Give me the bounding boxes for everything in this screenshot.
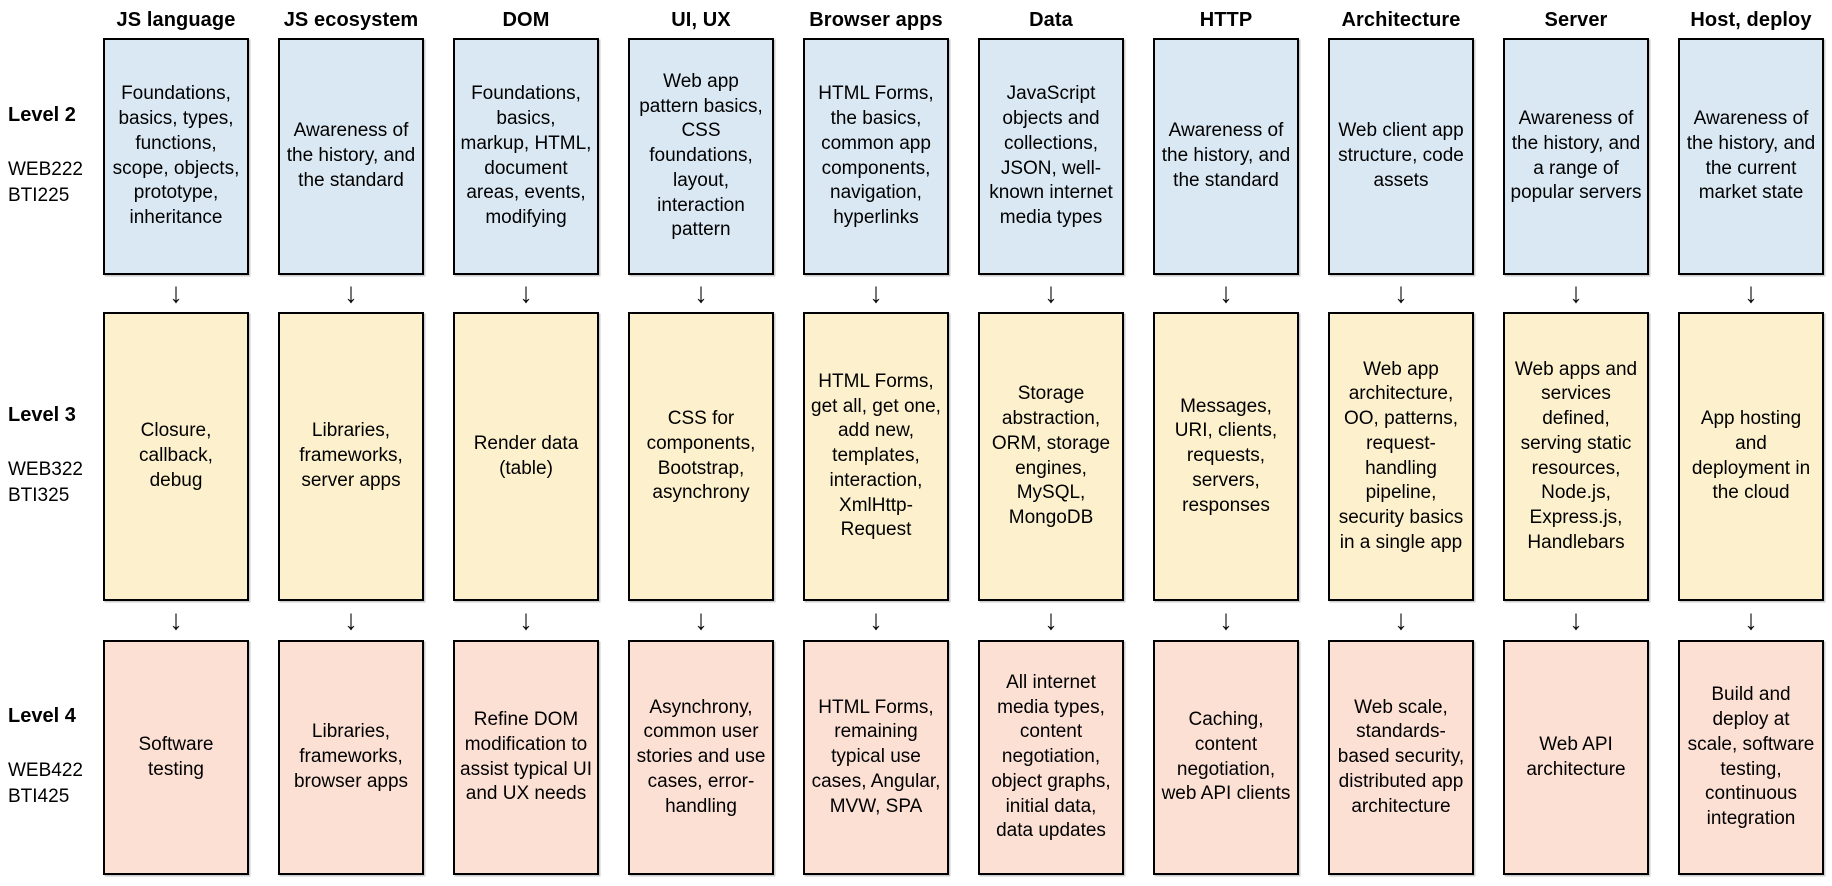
- cell-level4-dom: Refine DOM modification to assist typica…: [453, 640, 599, 875]
- down-arrow-icon: ↓: [1044, 604, 1058, 636]
- cell-level2-dom: Foundations, basics, markup, HTML, docum…: [453, 38, 599, 275]
- down-arrow-icon: ↓: [519, 604, 533, 636]
- arrow-cell: ↓: [1678, 601, 1824, 640]
- row-label-level3: Level 3 WEB322 BTI325: [0, 312, 83, 601]
- cell-level3-host-deploy: App hosting and deployment in the cloud: [1678, 312, 1824, 601]
- cell-level2-architecture: Web client app structure, code assets: [1328, 38, 1474, 275]
- cell-level2-js-language: Foundations, basics, types, functions, s…: [103, 38, 249, 275]
- arrow-cell: ↓: [628, 275, 774, 312]
- column-header-server: Server: [1544, 8, 1608, 31]
- cell-level3-js-language: Closure, callback, debug: [103, 312, 249, 601]
- down-arrow-icon: ↓: [694, 604, 708, 636]
- down-arrow-icon: ↓: [694, 277, 708, 309]
- arrow-cell: ↓: [1153, 275, 1299, 312]
- level3-course-code-bti325: BTI325: [8, 485, 70, 506]
- down-arrow-icon: ↓: [169, 604, 183, 636]
- arrow-cell: ↓: [103, 601, 249, 640]
- down-arrow-icon: ↓: [1744, 277, 1758, 309]
- cell-level2-server: Awareness of the history, and a range of…: [1503, 38, 1649, 275]
- arrow-cell: ↓: [1328, 275, 1474, 312]
- column-header-architecture: Architecture: [1341, 8, 1461, 31]
- cell-level2-ui-ux: Web app pattern basics, CSS foundations,…: [628, 38, 774, 275]
- level3-title: Level 3: [8, 404, 76, 426]
- arrow-cell: ↓: [978, 601, 1124, 640]
- cell-level4-js-language: Software testing: [103, 640, 249, 875]
- cell-level3-ui-ux: CSS for components, Bootstrap, asynchron…: [628, 312, 774, 601]
- arrow-cell: ↓: [1328, 601, 1474, 640]
- arrow-cell: ↓: [1503, 601, 1649, 640]
- down-arrow-icon: ↓: [1219, 277, 1233, 309]
- arrow-cell: ↓: [278, 275, 424, 312]
- down-arrow-icon: ↓: [1569, 604, 1583, 636]
- arrow-cell: ↓: [1503, 275, 1649, 312]
- down-arrow-icon: ↓: [869, 277, 883, 309]
- cell-level3-browser-apps: HTML Forms, get all, get one, add new, t…: [803, 312, 949, 601]
- down-arrow-icon: ↓: [344, 277, 358, 309]
- column-header-browser-apps: Browser apps: [809, 8, 943, 31]
- down-arrow-icon: ↓: [1394, 277, 1408, 309]
- down-arrow-icon: ↓: [1744, 604, 1758, 636]
- cell-level4-architecture: Web scale, standards-based security, dis…: [1328, 640, 1474, 875]
- arrow-cell: ↓: [103, 275, 249, 312]
- cell-level2-host-deploy: Awareness of the history, and the curren…: [1678, 38, 1824, 275]
- arrow-cell: ↓: [803, 601, 949, 640]
- arrow-cell: ↓: [453, 275, 599, 312]
- arrow-cell: ↓: [1153, 601, 1299, 640]
- level2-title: Level 2: [8, 104, 76, 126]
- arrow-cell: ↓: [628, 601, 774, 640]
- row-label-level4: Level 4 WEB422 BTI425: [0, 640, 83, 875]
- cell-level4-host-deploy: Build and deploy at scale, software test…: [1678, 640, 1824, 875]
- arrow-row-spacer: [0, 601, 74, 640]
- arrow-row-spacer: [0, 275, 74, 312]
- cell-level4-http: Caching, content negotiation, web API cl…: [1153, 640, 1299, 875]
- column-header-http: HTTP: [1199, 8, 1253, 31]
- cell-level3-data: Storage abstraction, ORM, storage engine…: [978, 312, 1124, 601]
- cell-level3-http: Messages, URI, clients, requests, server…: [1153, 312, 1299, 601]
- cell-level4-server: Web API architecture: [1503, 640, 1649, 875]
- column-header-js-language: JS language: [116, 8, 236, 31]
- arrow-cell: ↓: [978, 275, 1124, 312]
- cell-level4-js-ecosystem: Libraries, frameworks, browser apps: [278, 640, 424, 875]
- down-arrow-icon: ↓: [169, 277, 183, 309]
- cell-level3-architecture: Web app architecture, OO, patterns, requ…: [1328, 312, 1474, 601]
- cell-level2-browser-apps: HTML Forms, the basics, common app compo…: [803, 38, 949, 275]
- cell-level2-data: JavaScript objects and collections, JSON…: [978, 38, 1124, 275]
- level4-title: Level 4: [8, 705, 76, 727]
- arrow-cell: ↓: [1678, 275, 1824, 312]
- header-spacer: [0, 2, 74, 38]
- down-arrow-icon: ↓: [1219, 604, 1233, 636]
- level3-course-code-web322: WEB322: [8, 459, 83, 480]
- level4-course-code-bti425: BTI425: [8, 786, 70, 807]
- level4-course-code-web422: WEB422: [8, 760, 83, 781]
- column-header-dom: DOM: [502, 8, 550, 31]
- level2-course-code-web222: WEB222: [8, 159, 83, 180]
- arrow-cell: ↓: [453, 601, 599, 640]
- level2-course-code-bti225: BTI225: [8, 185, 70, 206]
- column-header-data: Data: [1029, 8, 1073, 31]
- down-arrow-icon: ↓: [344, 604, 358, 636]
- row-label-level2: Level 2 WEB222 BTI225: [0, 38, 83, 275]
- cell-level4-browser-apps: HTML Forms, remaining typical use cases,…: [803, 640, 949, 875]
- down-arrow-icon: ↓: [519, 277, 533, 309]
- column-header-js-ecosystem: JS ecosystem: [283, 8, 419, 31]
- down-arrow-icon: ↓: [869, 604, 883, 636]
- cell-level4-ui-ux: Asynchrony, common user stories and use …: [628, 640, 774, 875]
- down-arrow-icon: ↓: [1569, 277, 1583, 309]
- arrow-cell: ↓: [278, 601, 424, 640]
- cell-level2-js-ecosystem: Awareness of the history, and the standa…: [278, 38, 424, 275]
- cell-level2-http: Awareness of the history, and the standa…: [1153, 38, 1299, 275]
- down-arrow-icon: ↓: [1394, 604, 1408, 636]
- cell-level4-data: All internet media types, content negoti…: [978, 640, 1124, 875]
- cell-level3-server: Web apps and services defined, serving s…: [1503, 312, 1649, 601]
- arrow-cell: ↓: [803, 275, 949, 312]
- column-header-ui-ux: UI, UX: [671, 8, 731, 31]
- cell-level3-js-ecosystem: Libraries, frameworks, server apps: [278, 312, 424, 601]
- down-arrow-icon: ↓: [1044, 277, 1058, 309]
- column-header-host-deploy: Host, deploy: [1690, 8, 1812, 31]
- cell-level3-dom: Render data (table): [453, 312, 599, 601]
